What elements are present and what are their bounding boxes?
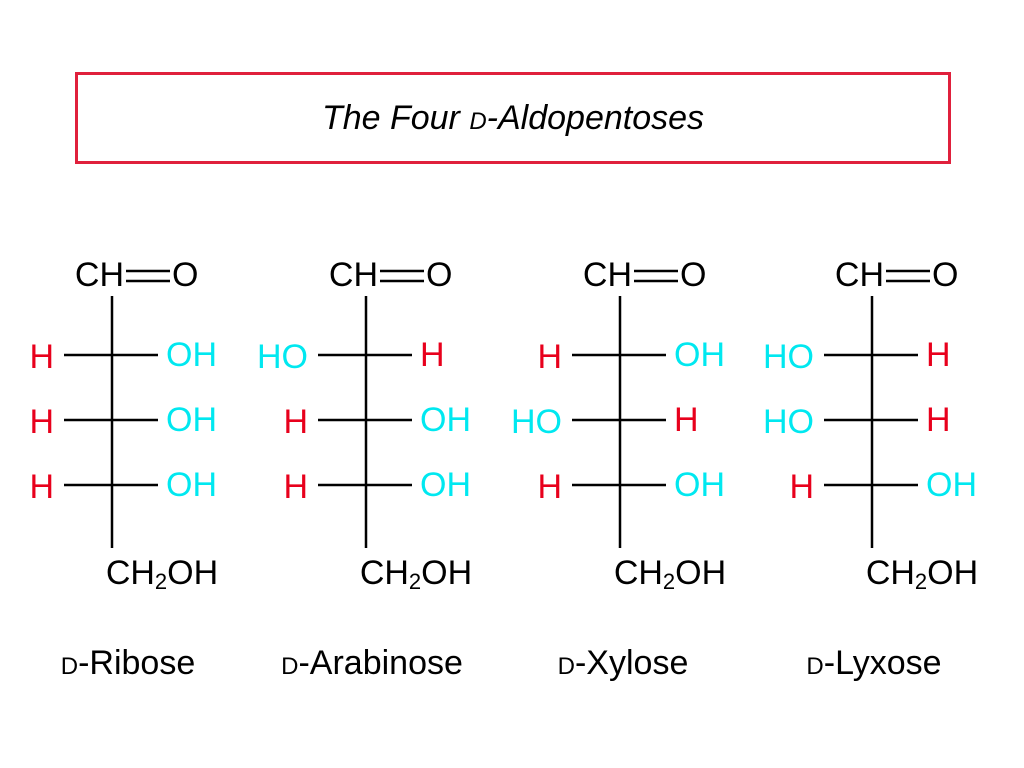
title-suffix: -Aldopentoses	[486, 98, 705, 137]
right-substituent: H	[420, 336, 445, 374]
molecule-name: D-Arabinose	[281, 644, 463, 683]
right-substituent: OH	[166, 401, 217, 439]
name-suffix: -Arabinose	[298, 644, 463, 682]
ch2oh-subscript: 2	[409, 569, 421, 594]
name-small-caps: D	[60, 653, 79, 680]
right-substituent: H	[674, 401, 699, 439]
ch-label: CH	[835, 256, 884, 294]
left-substituent: H	[537, 468, 562, 506]
right-substituent: OH	[420, 466, 471, 504]
left-substituent: H	[789, 468, 814, 506]
left-substituent: HO	[763, 338, 814, 376]
title-small-caps: D	[469, 107, 487, 135]
left-substituent: H	[29, 338, 54, 376]
right-substituent: OH	[674, 336, 725, 374]
ch2oh-suffix: OH	[167, 554, 218, 592]
title-box: The Four D-Aldopentoses	[75, 72, 951, 164]
ch-label: CH	[75, 256, 124, 294]
name-small-caps: D	[557, 653, 575, 680]
ch2oh-label: CH2OH	[866, 554, 978, 594]
o-label: O	[426, 256, 452, 294]
o-label: O	[680, 256, 706, 294]
ch2oh-prefix: CH	[866, 554, 915, 592]
left-substituent: H	[283, 403, 308, 441]
ch2oh-subscript: 2	[663, 569, 675, 594]
title-prefix: The Four	[321, 98, 470, 137]
name-suffix: -Lyxose	[823, 644, 942, 682]
right-substituent: H	[926, 336, 951, 374]
ch2oh-label: CH2OH	[106, 554, 218, 594]
left-substituent: HO	[257, 338, 308, 376]
left-substituent: H	[283, 468, 308, 506]
right-substituent: OH	[926, 466, 977, 504]
o-label: O	[172, 256, 198, 294]
ch-label: CH	[583, 256, 632, 294]
ch-label: CH	[329, 256, 378, 294]
ch2oh-suffix: OH	[421, 554, 472, 592]
right-substituent: OH	[166, 466, 217, 504]
left-substituent: H	[29, 468, 54, 506]
name-suffix: -Xylose	[574, 644, 689, 682]
left-substituent: HO	[763, 403, 814, 441]
right-substituent: OH	[420, 401, 471, 439]
left-substituent: H	[29, 403, 54, 441]
ch2oh-label: CH2OH	[360, 554, 472, 594]
ch2oh-subscript: 2	[155, 569, 167, 594]
name-small-caps: D	[806, 653, 824, 680]
left-substituent: H	[537, 338, 562, 376]
molecule-name: D-Lyxose	[806, 644, 941, 683]
ch2oh-subscript: 2	[915, 569, 927, 594]
name-small-caps: D	[281, 653, 299, 680]
molecule-name: D-Ribose	[61, 644, 196, 683]
o-label: O	[932, 256, 958, 294]
ch2oh-prefix: CH	[360, 554, 409, 592]
ch2oh-prefix: CH	[614, 554, 663, 592]
ch2oh-label: CH2OH	[614, 554, 726, 594]
right-substituent: H	[926, 401, 951, 439]
left-substituent: HO	[511, 403, 562, 441]
ch2oh-suffix: OH	[927, 554, 978, 592]
name-suffix: -Ribose	[78, 644, 196, 682]
ch2oh-suffix: OH	[675, 554, 726, 592]
right-substituent: OH	[166, 336, 217, 374]
ch2oh-prefix: CH	[106, 554, 155, 592]
page-title: The Four D-Aldopentoses	[322, 99, 704, 138]
molecule-name: D-Xylose	[558, 644, 689, 683]
right-substituent: OH	[674, 466, 725, 504]
